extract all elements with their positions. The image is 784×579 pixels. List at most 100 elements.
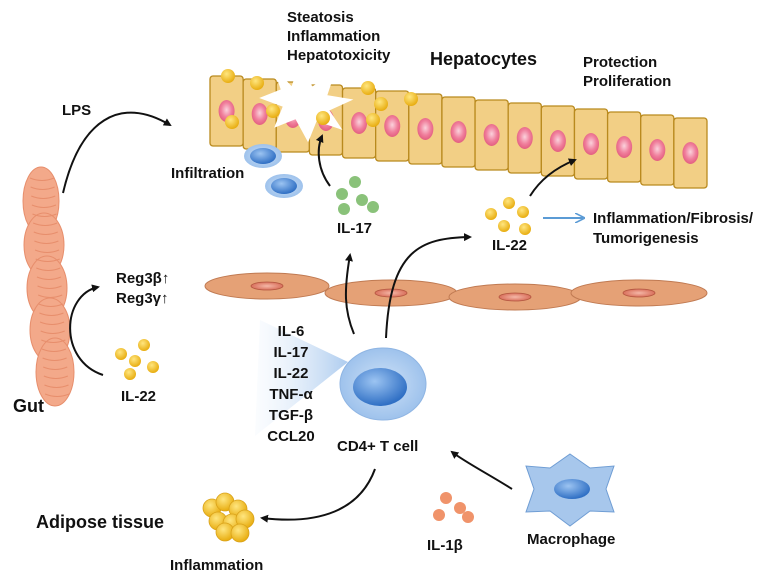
hepatocyte-nucleus (417, 118, 434, 140)
il22-particle (266, 104, 280, 118)
hepatocyte-nucleus (549, 130, 566, 152)
cytokine-item: TGF-β (268, 407, 314, 424)
gut-label: Gut (13, 396, 44, 416)
adipose-cluster-icon (202, 492, 255, 543)
adipocyte (230, 523, 250, 543)
il22-particles-on-hepatocytes (221, 69, 418, 129)
tcell-label: CD4+ T cell (337, 438, 419, 455)
steatosis-label: Steatosis (287, 9, 354, 26)
gut-icon (22, 166, 75, 407)
arrows (62, 111, 577, 523)
arrow-il22-to-hepatocytes (529, 158, 577, 197)
macrophage-label: Macrophage (527, 531, 616, 548)
hepatocyte-nucleus (616, 136, 633, 158)
gut-fold (43, 375, 69, 379)
gut-fold (37, 294, 63, 298)
arrow-lps (62, 111, 172, 194)
proliferation-label: Proliferation (583, 73, 672, 90)
gut-fold (35, 258, 60, 262)
gut-fold (39, 321, 65, 325)
adipose-label: Adipose tissue (36, 512, 165, 532)
infiltration-label: Infiltration (171, 165, 245, 182)
il17-particles (336, 176, 379, 215)
endothelial-nucleus (250, 281, 284, 291)
gut-fold (40, 330, 65, 334)
il22-particle (250, 76, 264, 90)
gut-fold (44, 384, 69, 388)
gut-fold (41, 339, 66, 343)
il22-right-label: IL-22 (492, 237, 528, 254)
gut-fold (43, 366, 68, 370)
hepatocyte-nucleus (384, 115, 401, 137)
macrophage-star-icon (525, 453, 615, 527)
il22-particle (366, 113, 380, 127)
endothelial-nucleus (622, 288, 656, 298)
gut-fold (39, 312, 64, 316)
il22-particles-gut (115, 339, 159, 380)
outcome-line2-label: Tumorigenesis (593, 230, 699, 247)
tcell-icon (255, 320, 427, 436)
hepatocyte-nucleus (649, 139, 666, 161)
gut-fold (32, 213, 57, 217)
endothelial-nucleus (498, 292, 532, 302)
hepatocyte-nucleus (682, 142, 699, 164)
il22-particle (221, 69, 235, 83)
il1b-particles (433, 492, 474, 523)
gut-fold (41, 348, 67, 352)
gut-fold (31, 204, 57, 208)
il22-particle (361, 81, 375, 95)
protection-label: Protection (583, 54, 658, 71)
inflammation-bottom-label: Inflammation (170, 557, 264, 574)
endothelial-layer (204, 272, 708, 311)
cytokine-list: IL-6 IL-17 IL-22 TNF-α TGF-β CCL20 (254, 321, 328, 447)
gut-fold (31, 195, 56, 199)
il1b-label: IL-1β (427, 537, 463, 554)
il22-particle (404, 92, 418, 106)
il17-upper-label: IL-17 (337, 220, 373, 237)
gut-fold (44, 393, 70, 397)
arrow-il22-to-reg3 (69, 284, 104, 376)
gut-fold (34, 249, 60, 253)
hepatotoxicity-label: Hepatotoxicity (287, 47, 391, 64)
infiltrating-cells-icon (244, 144, 303, 198)
hepatocyte-nucleus (583, 133, 600, 155)
hepatocyte-nucleus (483, 124, 500, 146)
il22-particle (316, 111, 330, 125)
arrow-il17-to-hepatocytes (315, 134, 331, 187)
il22-particle (225, 115, 239, 129)
gut-fold (36, 276, 62, 280)
hepatocyte-nucleus (516, 127, 533, 149)
cytokine-item: IL-17 (273, 344, 309, 361)
inflammation-top-label: Inflammation (287, 28, 381, 45)
gut-fold (36, 267, 61, 271)
gut-fold (30, 186, 55, 190)
reg3b-label: Reg3β↑ (116, 270, 170, 287)
arrow-macrophage-to-tcell (450, 450, 513, 490)
gut-fold (34, 240, 59, 244)
hepatocyte-nucleus (351, 112, 368, 134)
outcome-line1-label: Inflammation/Fibrosis/ (593, 210, 754, 227)
il22-particle (374, 97, 388, 111)
gut-fold (38, 303, 64, 307)
reg3g-label: Reg3γ↑ (116, 290, 169, 307)
arrow-tcell-to-adipose (260, 468, 376, 523)
il22-particles-right (485, 197, 531, 235)
gut-fold (32, 222, 58, 226)
il22-gut-label: IL-22 (121, 388, 157, 405)
gut-fold (37, 285, 62, 289)
arrow-tcell-to-il17 (344, 253, 355, 335)
cytokine-item: TNF-α (269, 386, 313, 403)
cytokine-item: IL-22 (273, 365, 309, 382)
hepatocytes-label: Hepatocytes (430, 49, 538, 69)
gut-fold (33, 231, 58, 235)
hepatocyte-nucleus (450, 121, 467, 143)
arrow-tcell-to-il22 (385, 233, 472, 339)
cytokine-item: CCL20 (267, 428, 315, 445)
gut-segment (35, 337, 75, 407)
gut-fold (29, 177, 55, 181)
gut-fold (42, 357, 67, 361)
cytokine-item: IL-6 (277, 323, 305, 340)
hepatocyte-nucleus (251, 103, 268, 125)
